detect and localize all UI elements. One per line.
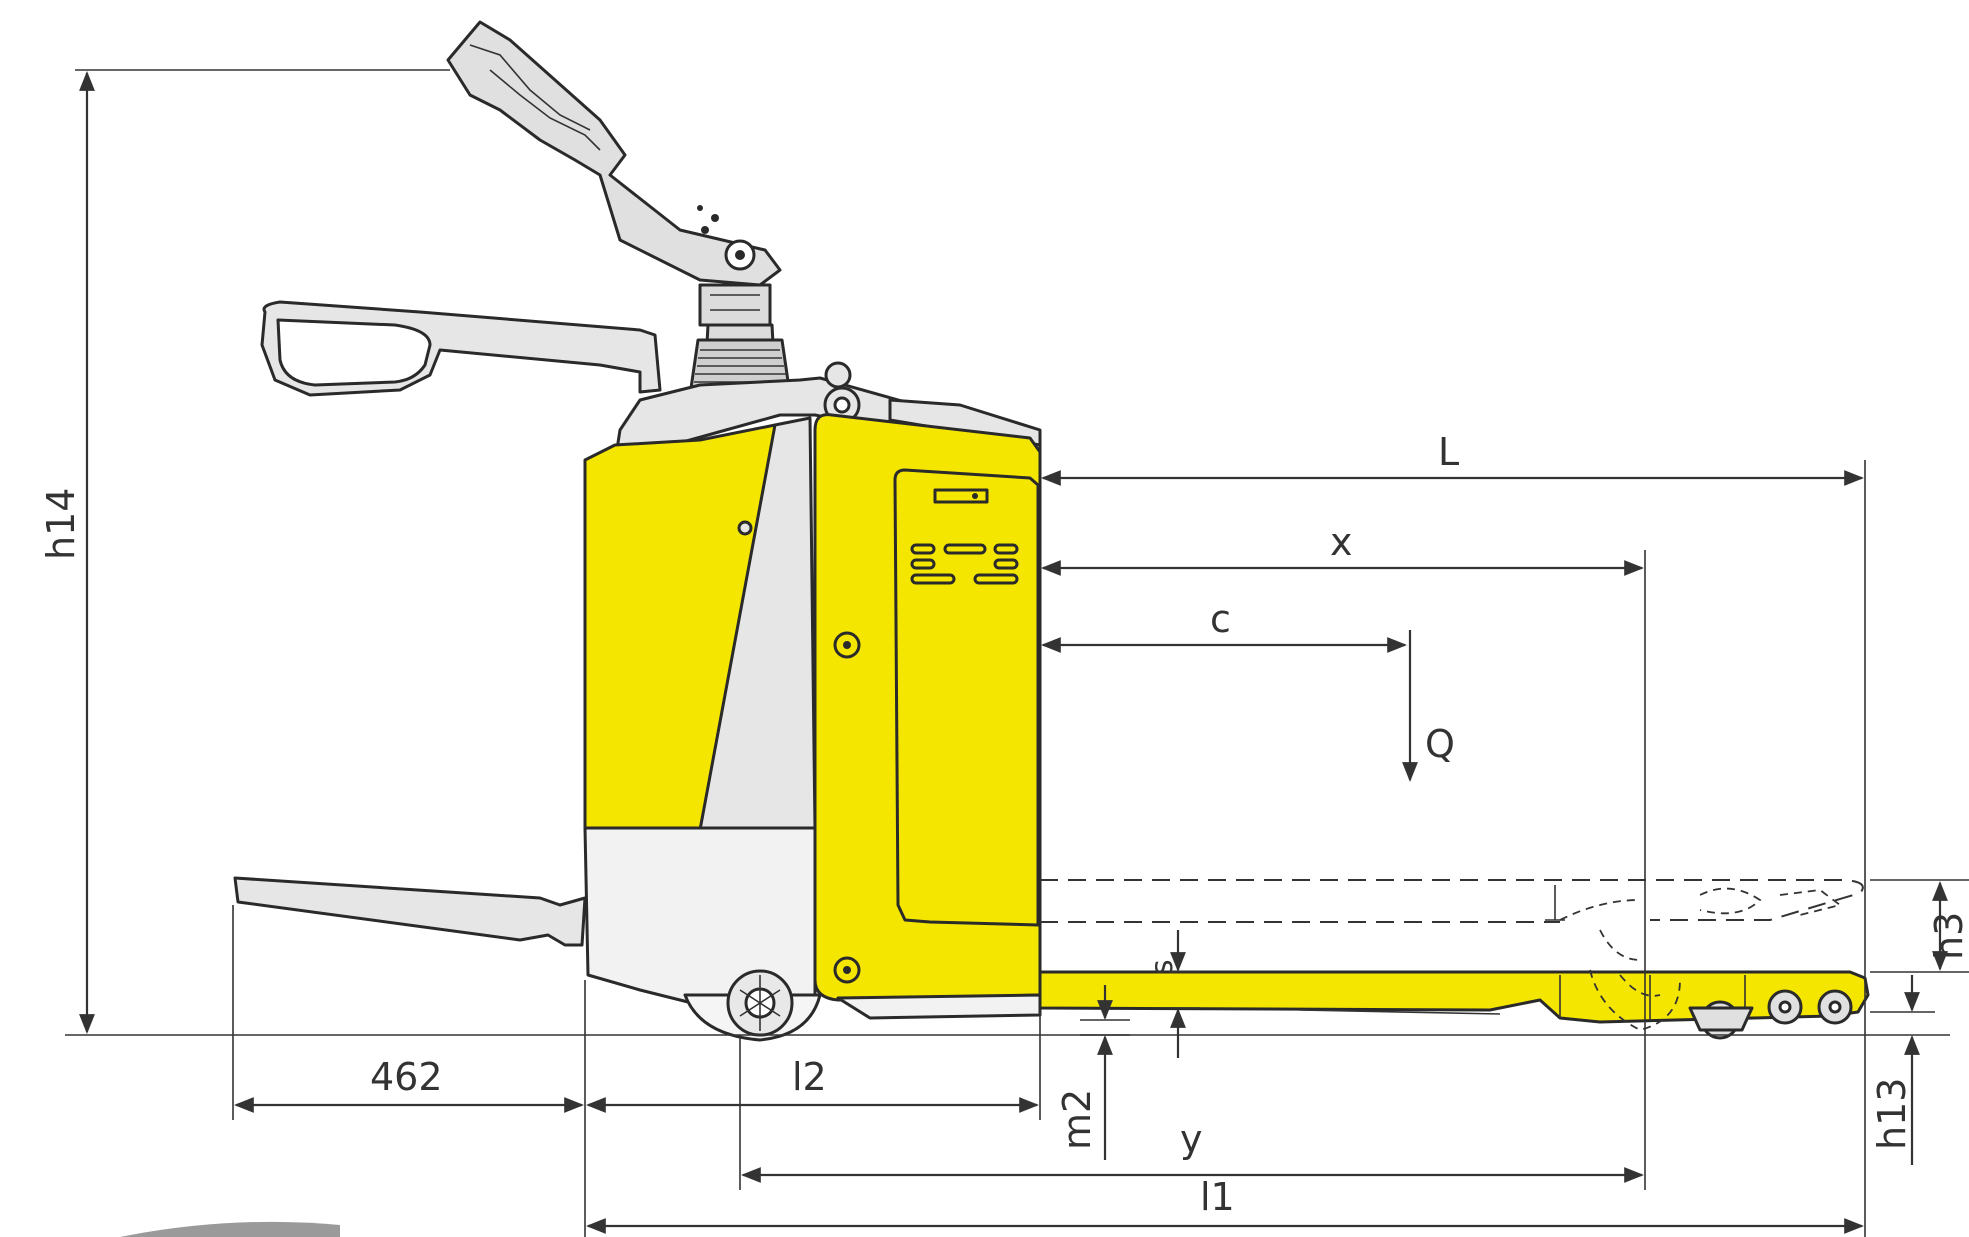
scan-smudge [120, 1221, 340, 1237]
battery-panel [893, 468, 1040, 927]
label-h14: h14 [39, 488, 83, 560]
label-462: 462 [370, 1055, 443, 1099]
label-h13: h13 [1870, 1078, 1914, 1150]
fork-lowered [1038, 970, 1870, 1040]
label-m2: m2 [1055, 1089, 1099, 1150]
vent-slots [910, 543, 1019, 585]
pallet-truck-drawing [233, 20, 1870, 1042]
grab-handle [260, 300, 662, 397]
drive-wheel [683, 969, 822, 1042]
label-l1: l1 [1200, 1175, 1235, 1219]
battery-indicator [933, 488, 989, 504]
label-L: L [1438, 430, 1459, 474]
label-h3: h3 [1927, 912, 1969, 960]
dimension-labels: h14 462 l2 m2 y l1 L x c Q s h3 h13 [39, 430, 1969, 1219]
label-x: x [1330, 520, 1353, 564]
label-c: c [1210, 597, 1231, 641]
dimension-lines [65, 69, 1969, 1237]
platform-footboard [233, 876, 587, 947]
fork-raised-dashed [1040, 879, 1864, 1031]
label-s: s [1145, 959, 1180, 975]
label-Q: Q [1425, 722, 1455, 766]
label-y: y [1180, 1117, 1203, 1161]
label-l2: l2 [792, 1055, 827, 1099]
